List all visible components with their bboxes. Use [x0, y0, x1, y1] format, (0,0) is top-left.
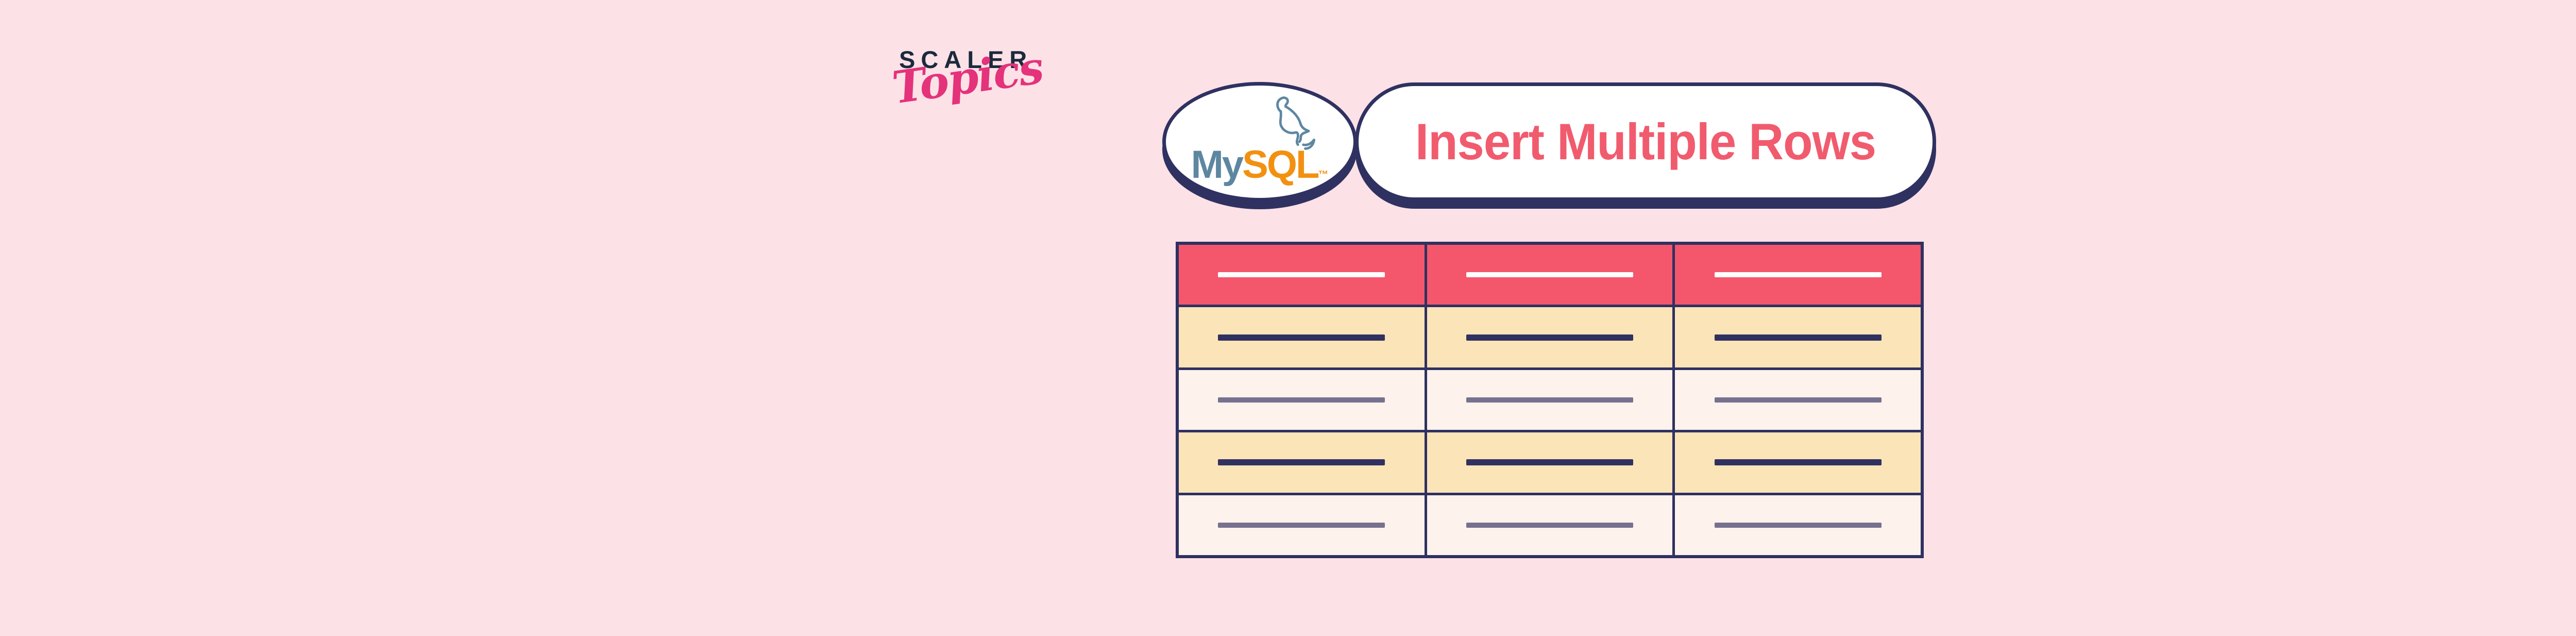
- table-cell: [1672, 432, 1921, 493]
- cell-text-placeholder-bar: [1466, 459, 1634, 466]
- cell-text-placeholder-bar: [1218, 522, 1385, 528]
- table-row-data-strong: [1179, 305, 1921, 367]
- table-cell: [1179, 307, 1425, 367]
- cell-text-placeholder-bar: [1218, 397, 1385, 403]
- table-cell: [1424, 307, 1673, 367]
- table-cell: [1179, 370, 1425, 430]
- brand-scaler-text: SCALER: [899, 46, 1033, 73]
- cell-text-placeholder-bar: [1218, 334, 1385, 341]
- cell-text-placeholder-bar: [1714, 459, 1882, 466]
- table-cell: [1672, 245, 1921, 305]
- cell-text-placeholder-bar: [1218, 459, 1385, 466]
- table-illustration: [1176, 242, 1924, 558]
- mysql-dolphin-icon: [1276, 96, 1315, 150]
- table-cell: [1179, 432, 1425, 492]
- table-cell: [1672, 495, 1921, 556]
- mysql-badge: MySQL™: [1162, 82, 1357, 202]
- mysql-trademark: ™: [1318, 169, 1329, 180]
- table-row-data-muted: [1179, 492, 1921, 556]
- table-row-data-muted: [1179, 367, 1921, 430]
- title-pill: Insert Multiple Rows: [1355, 82, 1936, 201]
- cell-text-placeholder-bar: [1466, 334, 1634, 341]
- table-row-header: [1179, 245, 1921, 305]
- table-cell: [1179, 245, 1425, 305]
- page-title: Insert Multiple Rows: [1415, 112, 1876, 171]
- cell-text-placeholder-bar: [1714, 397, 1882, 403]
- table-row-data-strong: [1179, 430, 1921, 493]
- mysql-wordmark-my: My: [1191, 143, 1244, 187]
- table-cell: [1672, 307, 1921, 367]
- table-cell: [1672, 370, 1921, 430]
- mysql-wordmark: MySQL™: [1166, 145, 1353, 185]
- table-cell: [1424, 432, 1673, 493]
- cell-text-placeholder-bar: [1714, 522, 1882, 528]
- cell-text-placeholder-bar: [1714, 334, 1882, 341]
- cell-text-placeholder-bar: [1466, 272, 1634, 278]
- scaler-topics-logo: SCALER Topics: [889, 42, 1046, 114]
- table-cell: [1179, 495, 1425, 555]
- cell-text-placeholder-bar: [1714, 272, 1882, 278]
- table-cell: [1424, 370, 1673, 430]
- table-cell: [1424, 245, 1673, 305]
- table-cell: [1424, 495, 1673, 556]
- mysql-wordmark-sql: SQL: [1242, 143, 1319, 187]
- cell-text-placeholder-bar: [1466, 522, 1634, 528]
- cell-text-placeholder-bar: [1466, 397, 1634, 403]
- cell-text-placeholder-bar: [1218, 272, 1385, 278]
